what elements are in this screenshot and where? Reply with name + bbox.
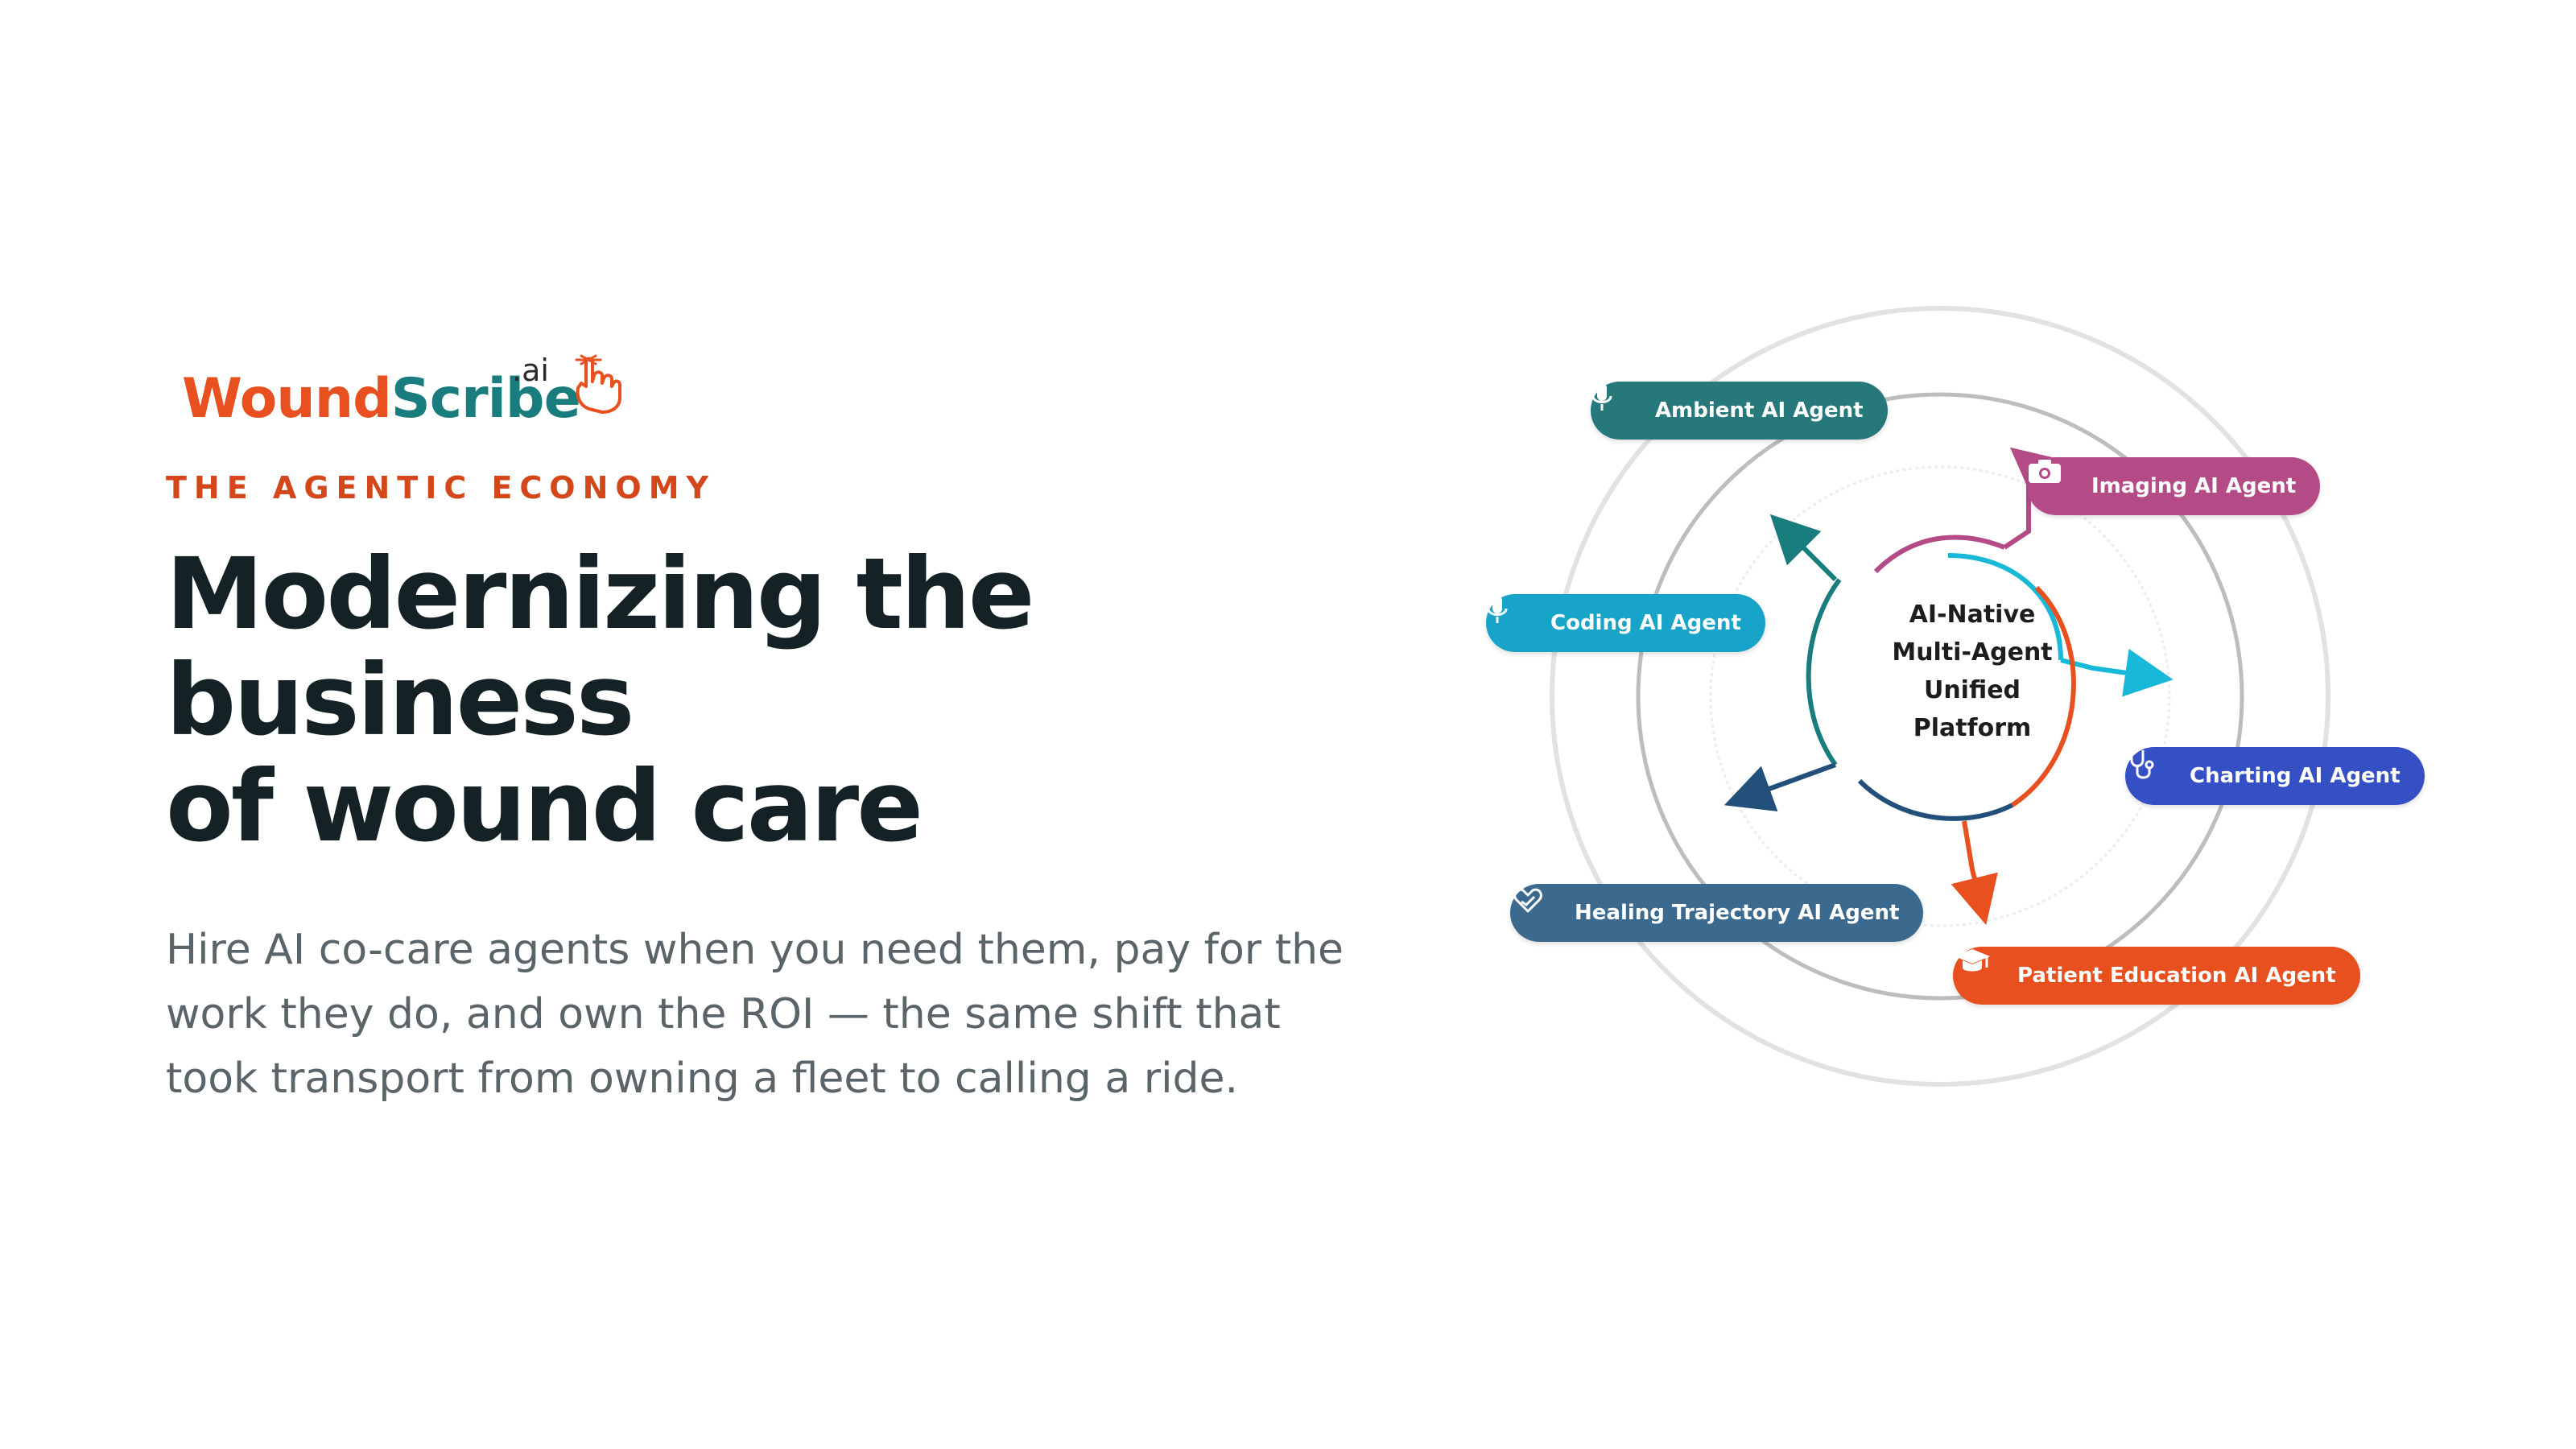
healing-trajectory-agent-label: Healing Trajectory AI Agent (1575, 901, 1900, 925)
coding-agent-label: Coding AI Agent (1550, 611, 1741, 635)
page-title-line-2: of wound care (166, 749, 923, 864)
cycle-arc-pink (1873, 535, 2006, 574)
cycle-arc-navy (1857, 778, 2014, 821)
page-subtitle: Hire AI co-care agents when you need the… (166, 918, 1389, 1111)
hero-section: WoundScribe .ai THE AGENTIC ECONOMY Mode… (166, 346, 1422, 1111)
arrow-coding (1769, 514, 1838, 582)
logo-wordmark: WoundScribe (182, 372, 581, 427)
logo-wound-text: Wound (182, 367, 392, 431)
page-title-line-1: Modernizing the business (166, 537, 1035, 758)
page-title: Modernizing the business of wound care (166, 541, 1422, 860)
heart-hands-icon (1513, 888, 1563, 931)
patient-education-agent-label: Patient Education AI Agent (2017, 964, 2336, 988)
camera-icon (2029, 460, 2080, 504)
ambient-agent-pill[interactable]: Ambient AI Agent (1591, 382, 1888, 440)
center-label-line-2: Multi-Agent (1892, 638, 2053, 667)
arrow-healing (1724, 762, 1837, 811)
pointing-hand-icon (565, 346, 630, 430)
charting-agent-label: Charting AI Agent (2190, 764, 2401, 788)
platform-center-label: AI-Native Multi-Agent Unified Platform (1860, 596, 2085, 747)
page-subtitle-line-2: work they do, and own the ROI — the same… (166, 990, 1281, 1038)
cycle-arc-cyan (1947, 553, 2063, 661)
logo-ai-suffix: .ai (512, 353, 549, 388)
outer-ring (1550, 306, 2330, 1087)
logo-scribe-text: Scribe (390, 367, 581, 431)
cycle-arc-orange (2011, 585, 2076, 807)
healing-trajectory-agent-pill[interactable]: Healing Trajectory AI Agent (1510, 884, 1924, 942)
page-subtitle-line-3: took transport from owning a fleet to ca… (166, 1055, 1239, 1103)
stethoscope-icon (2130, 750, 2178, 794)
imaging-agent-label: Imaging AI Agent (2091, 474, 2297, 498)
center-label-line-1: AI-Native (1909, 601, 2036, 629)
microphone-icon (1591, 383, 1644, 428)
charting-agent-pill[interactable]: Charting AI Agent (2125, 747, 2425, 805)
patient-education-agent-pill[interactable]: Patient Education AI Agent (1953, 947, 2360, 1005)
center-label-line-4: Platform (1913, 714, 2032, 742)
diagram-rings (1550, 306, 2330, 1087)
section-eyebrow: THE AGENTIC ECONOMY (166, 470, 716, 506)
page-subtitle-line-1: Hire AI co-care agents when you need the… (166, 926, 1344, 974)
middle-ring (1636, 392, 2244, 1001)
woundscribe-logo[interactable]: WoundScribe .ai (174, 346, 657, 443)
cycle-arc-teal (1806, 578, 1842, 766)
imaging-agent-pill[interactable]: Imaging AI Agent (2027, 457, 2321, 515)
microphone-icon (1487, 596, 1539, 641)
center-label-line-3: Unified (1923, 676, 2021, 704)
agent-platform-diagram: AI-Native Multi-Agent Unified Platform A… (1481, 290, 2447, 1095)
graduation-cap-icon (1955, 949, 2006, 993)
coding-agent-pill[interactable]: Coding AI Agent (1486, 594, 1765, 652)
ambient-agent-label: Ambient AI Agent (1655, 398, 1864, 423)
arrow-patient-education (1951, 820, 1998, 926)
